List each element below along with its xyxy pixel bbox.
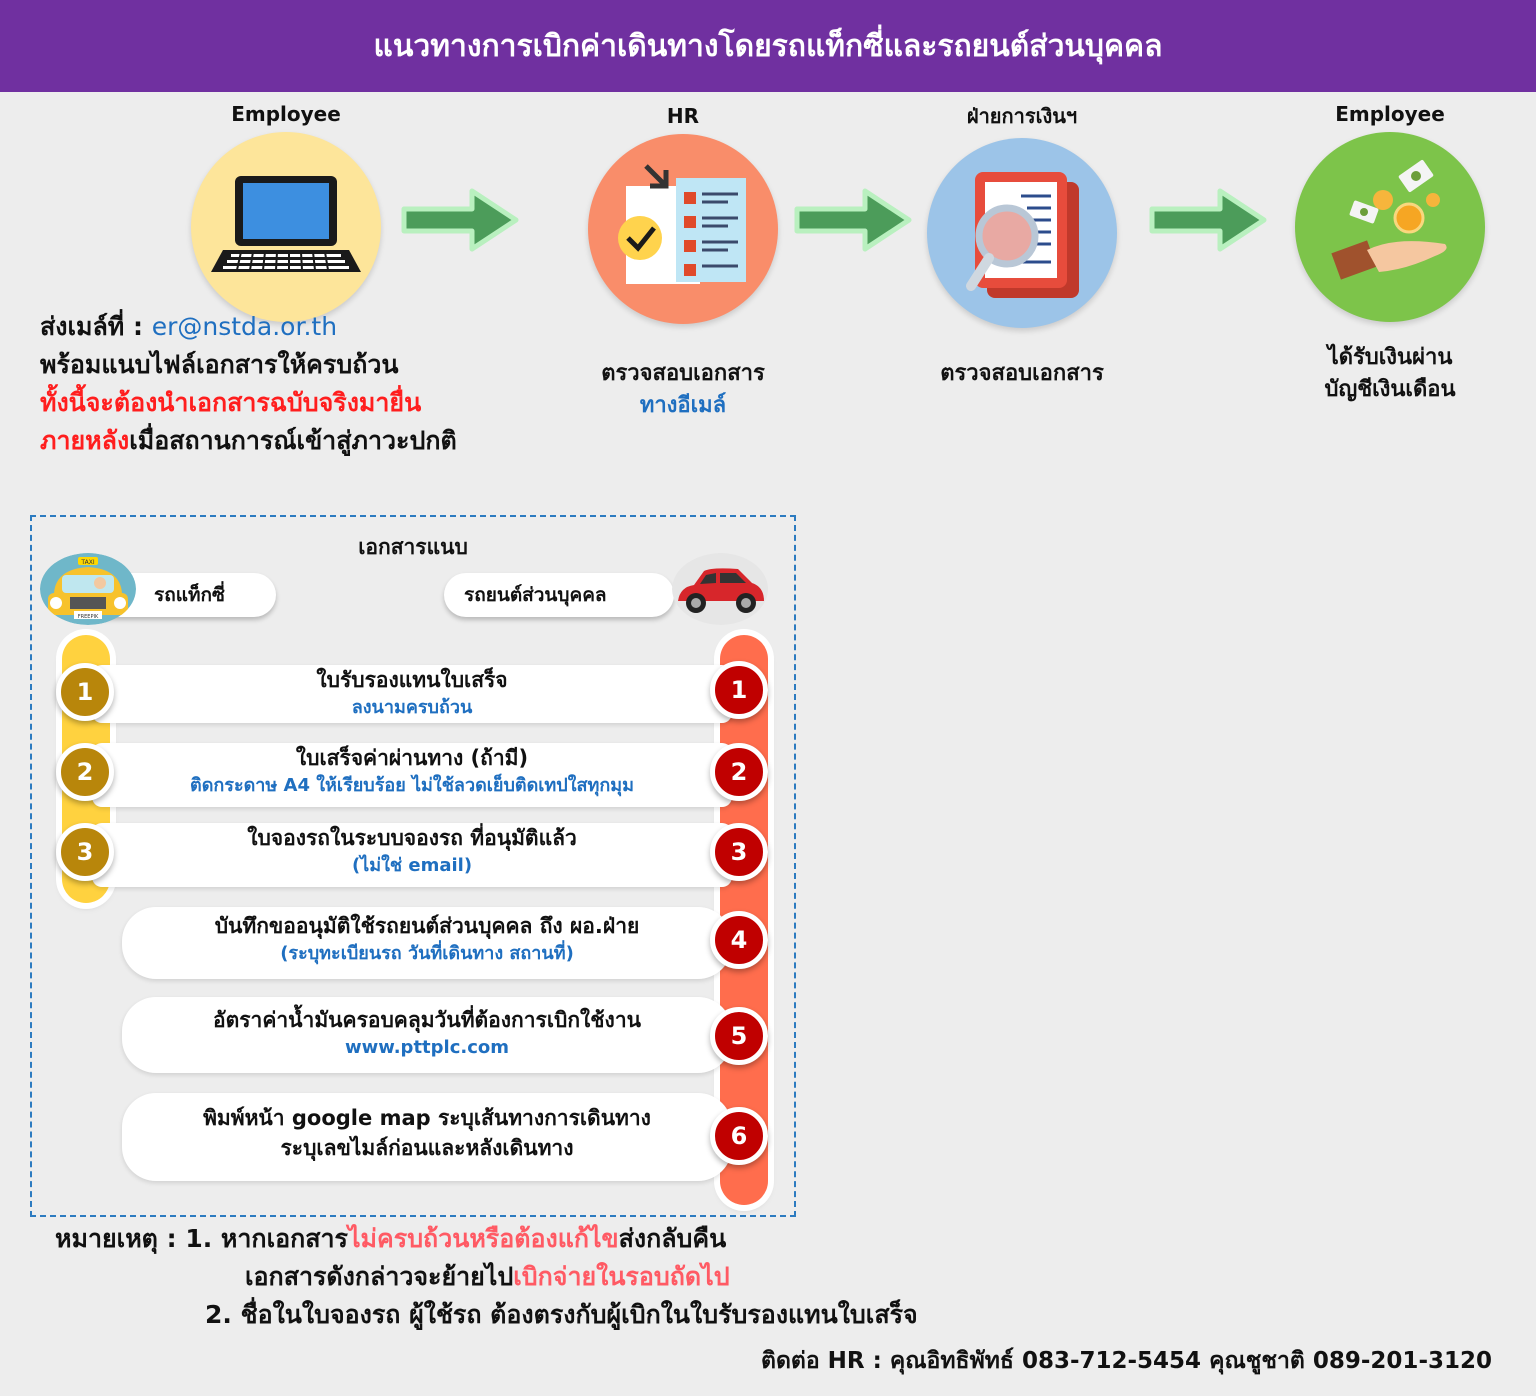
car-icon xyxy=(672,553,772,625)
document-title: พิมพ์หน้า google map ระบุเส้นทางการเดินท… xyxy=(203,1106,651,1130)
document-subtitle: ลงนามครบถ้วน xyxy=(351,697,473,718)
document-subtitle: www.pttplc.com xyxy=(344,1037,510,1058)
car-step-6-badge: 6 xyxy=(710,1107,768,1165)
document-title: บันทึกขออนุมัติใช้รถยนต์ส่วนบุคคล ถึง ผอ… xyxy=(214,914,640,938)
step-hr-check: HR ตรวจสอบเอกสาร ทางอีเมล์ xyxy=(573,104,793,422)
documents-title: เอกสารแนบ xyxy=(358,535,468,559)
personal-car-label: รถยนต์ส่วนบุคคล xyxy=(444,573,674,617)
car-step-1-badge: 1 xyxy=(710,661,768,719)
page-title: แนวทางการเบิกค่าเดินทางโดยรถแท็กซี่และรถ… xyxy=(373,28,1163,64)
checklist-icon xyxy=(588,134,778,324)
remarks-label: หมายเหตุ : xyxy=(55,1224,186,1253)
send-label: ส่งเมล์ที่ : xyxy=(40,312,152,341)
taxi-step-1-badge: 1 xyxy=(56,663,114,721)
document-item-1: ใบรับรองแทนใบเสร็จ ลงนามครบถ้วน xyxy=(92,665,732,723)
step-caption: ตรวจสอบเอกสาร xyxy=(940,361,1104,386)
remark-2: 2. ชื่อในใบจองรถ ผู้ใช้รถ ต้องตรงกับผู้เ… xyxy=(205,1300,918,1329)
arrow-right-icon xyxy=(794,188,912,252)
attached-documents-panel: เอกสารแนบ รถแท็กซี่ TAXI FREEPIK รถยนต์ส… xyxy=(30,515,796,1217)
document-title: อัตราค่าน้ำมันครอบคลุมวันที่ต้องการเบิกใ… xyxy=(213,1008,641,1032)
step-caption-sub: บัญชีเงินเดือน xyxy=(1324,377,1456,402)
document-item-5: อัตราค่าน้ำมันครอบคลุมวันที่ต้องการเบิกใ… xyxy=(122,997,732,1073)
step-employee-receive: Employee ได้รับเงินผ่าน บัญชีเงินเดือน xyxy=(1280,102,1500,406)
remark-text: 1. หากเอกสาร xyxy=(185,1224,348,1253)
title-banner: แนวทางการเบิกค่าเดินทางโดยรถแท็กซี่และรถ… xyxy=(0,0,1536,92)
taxi-step-2-badge: 2 xyxy=(56,743,114,801)
document-subtitle: (ไม่ใช่ email) xyxy=(351,855,473,876)
instruction-line: เมื่อสถานการณ์เข้าสู่ภาวะปกติ xyxy=(129,426,457,455)
remarks: หมายเหตุ : 1. หากเอกสารไม่ครบถ้วนหรือต้อ… xyxy=(55,1220,1155,1334)
document-subtitle: ระบุเลขไมล์ก่อนและหลังเดินทาง xyxy=(280,1136,574,1160)
document-item-2: ใบเสร็จค่าผ่านทาง (ถ้ามี) ติดกระดาษ A4 ใ… xyxy=(92,743,732,807)
car-step-4-badge: 4 xyxy=(710,911,768,969)
remark-text: ส่งกลับคืน xyxy=(618,1224,727,1253)
svg-text:FREEPIK: FREEPIK xyxy=(78,614,99,620)
step-caption-sub: ทางอีเมล์ xyxy=(639,393,727,418)
step-role-label: Employee xyxy=(1335,102,1445,126)
arrow-right-icon xyxy=(1149,188,1267,252)
remark-text: เอกสารดังกล่าวจะย้ายไป xyxy=(245,1262,514,1291)
step-role-label: ฝ่ายการเงินฯ xyxy=(966,104,1078,128)
car-step-3-badge: 3 xyxy=(710,823,768,881)
car-step-2-badge: 2 xyxy=(710,743,768,801)
car-step-5-badge: 5 xyxy=(710,1007,768,1065)
instruction-line-warning: ทั้งนี้จะต้องนำเอกสารฉบับจริงมายื่น xyxy=(40,388,422,417)
document-magnifier-icon xyxy=(927,138,1117,328)
email-link[interactable]: er@nstda.or.th xyxy=(151,312,338,341)
laptop-icon xyxy=(191,132,381,322)
document-title: ใบรับรองแทนใบเสร็จ xyxy=(316,668,508,692)
step-caption: ได้รับเงินผ่าน xyxy=(1327,345,1453,370)
taxi-step-3-badge: 3 xyxy=(56,823,114,881)
document-item-4: บันทึกขออนุมัติใช้รถยนต์ส่วนบุคคล ถึง ผอ… xyxy=(122,907,732,979)
step-role-label: Employee xyxy=(231,102,341,126)
svg-text:TAXI: TAXI xyxy=(80,559,94,566)
submission-instructions: ส่งเมล์ที่ : er@nstda.or.th พร้อมแนบไฟล์… xyxy=(40,308,600,460)
step-caption: ตรวจสอบเอกสาร xyxy=(601,361,765,386)
money-hand-icon xyxy=(1295,132,1485,322)
document-subtitle: (ระบุทะเบียนรถ วันที่เดินทาง สถานที่) xyxy=(280,943,574,964)
remark-highlight: ไม่ครบถ้วนหรือต้องแก้ไข xyxy=(347,1224,619,1253)
document-item-3: ใบจองรถในระบบจองรถ ที่อนุมัติแล้ว (ไม่ใช… xyxy=(92,823,732,887)
step-role-label: HR xyxy=(666,104,700,128)
step-employee-submit: Employee xyxy=(176,102,396,322)
arrow-right-icon xyxy=(401,188,519,252)
instruction-later: ภายหลัง xyxy=(40,426,130,455)
remark-highlight: เบิกจ่ายในรอบถัดไป xyxy=(513,1262,730,1291)
taxi-icon: TAXI FREEPIK xyxy=(40,553,136,625)
document-item-6: พิมพ์หน้า google map ระบุเส้นทางการเดินท… xyxy=(122,1093,732,1181)
document-title: ใบจองรถในระบบจองรถ ที่อนุมัติแล้ว xyxy=(247,826,577,850)
document-title: ใบเสร็จค่าผ่านทาง (ถ้ามี) xyxy=(295,746,529,770)
step-finance-check: ฝ่ายการเงินฯ ตรวจสอบเอกสาร xyxy=(912,100,1132,390)
hr-contact: ติดต่อ HR : คุณอิทธิพัทธ์ 083-712-5454 ค… xyxy=(761,1348,1492,1374)
instruction-line: พร้อมแนบไฟล์เอกสารให้ครบถ้วน xyxy=(40,350,399,379)
document-subtitle: ติดกระดาษ A4 ให้เรียบร้อย ไม่ใช้ลวดเย็บต… xyxy=(190,775,634,796)
